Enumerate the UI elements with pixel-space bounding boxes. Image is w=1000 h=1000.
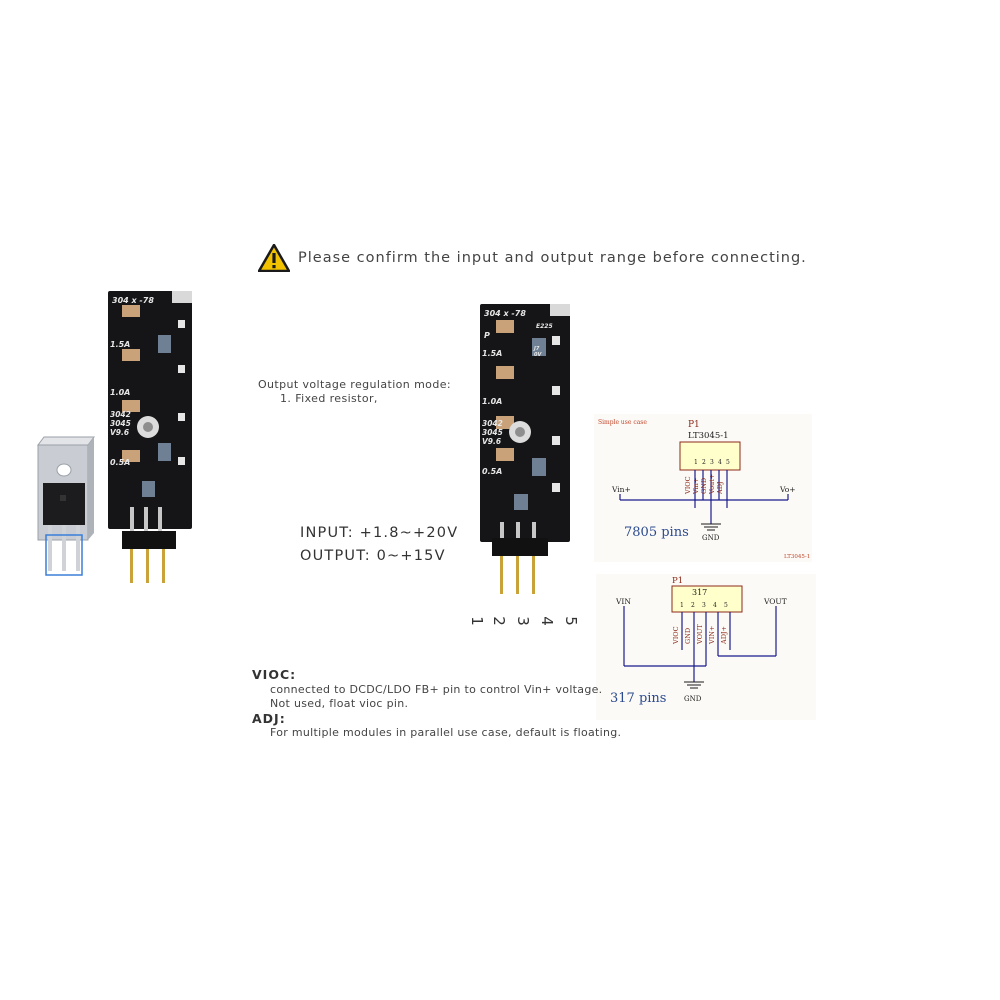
pin-num-bottom-4: 4 — [713, 602, 717, 609]
board-top-code: 304 x -78 — [112, 296, 154, 305]
pin-number-5: 5 — [561, 616, 580, 626]
pin-num-bottom-1: 1 — [680, 602, 684, 609]
board-current-3: 0.5A — [110, 458, 130, 467]
regulation-mode: Output voltage regulation mode: 1. Fixed… — [258, 378, 451, 406]
pins-highlight — [45, 534, 83, 576]
board-model-1: 3042 — [110, 410, 131, 419]
vout-label-bottom: VOUT — [763, 597, 787, 606]
pin-label-top-1: VIOC — [684, 476, 692, 495]
pin-num-top-3: 3 — [710, 459, 714, 466]
vioc-line-2: Not used, float vioc pin. — [270, 697, 409, 710]
part-name-bottom: 317 — [692, 588, 707, 597]
schematic-lt3045: Simple use case P1 LT3045-1 1 2 3 4 5 VI… — [594, 414, 812, 562]
pin-num-bottom-2: 2 — [691, 602, 695, 609]
pin-number-2: 2 — [489, 616, 508, 626]
pin-label-top-4: Vout+ — [708, 474, 716, 495]
pin-num-top-1: 1 — [694, 459, 698, 466]
pin-label-bottom-4: VIN+ — [708, 626, 716, 645]
pcb-board-middle: 304 x -78 P E225 1.5A 1.0A 3042 3045 V9.… — [480, 304, 570, 594]
warning-text: Please confirm the input and output rang… — [298, 250, 807, 266]
pin-label-bottom-1: VIOC — [672, 626, 680, 645]
gnd-label-top: GND — [702, 534, 720, 542]
transistor-body — [43, 483, 85, 525]
caption-7805: 7805 pins — [624, 525, 689, 540]
board-current-2: 1.0A — [110, 388, 130, 397]
pin-numbers: 1 2 3 4 5 — [468, 612, 582, 626]
pin-label-top-2: Vin+ — [692, 478, 700, 495]
warning-triangle-icon — [258, 244, 290, 272]
board-model-2: 3045 — [110, 419, 131, 428]
board-jumper-a: J7 — [533, 346, 540, 352]
vioc-line-1: connected to DCDC/LDO FB+ pin to control… — [270, 682, 603, 696]
pin-label-top-3: GND — [700, 478, 708, 494]
board-current-3b: 0.5A — [482, 467, 502, 476]
board-version: V9.6 — [110, 428, 129, 437]
pin-label-bottom-5: ADJ+ — [720, 626, 728, 645]
board-cap-label: E225 — [536, 323, 553, 330]
schematic-footer: LT3045-1 — [784, 554, 810, 560]
schematic-header: Simple use case — [598, 419, 647, 426]
gnd-label-bottom: GND — [684, 695, 702, 703]
pin-num-bottom-3: 3 — [702, 602, 706, 609]
output-range: OUTPUT: 0~+15V — [300, 548, 446, 564]
vin-label-bottom: VIN — [615, 597, 631, 606]
board-p-label: P — [484, 331, 490, 340]
vo-label-top: Vo+ — [779, 485, 796, 494]
pcb-board-left: 304 x -78 1.5A 1.0A 3042 3045 V9.6 0.5A — [108, 291, 192, 583]
pin-label-bottom-3: VOUT — [696, 624, 704, 645]
part-box-bottom — [671, 585, 743, 613]
board-model-1b: 3042 — [482, 419, 503, 428]
pin-notes: VIOC: connected to DCDC/LDO FB+ pin to c… — [252, 667, 622, 741]
pin-num-top-5: 5 — [726, 459, 730, 466]
pin-label-bottom-2: GND — [684, 628, 692, 644]
pin-number-1: 1 — [467, 616, 486, 626]
vin-label-top: Vin+ — [611, 485, 631, 494]
regulation-title: Output voltage regulation mode: — [258, 378, 451, 391]
io-ranges: INPUT: +1.8~+20V OUTPUT: 0~+15V — [300, 522, 458, 568]
adj-title: ADJ: — [252, 710, 286, 726]
pin-num-bottom-5: 5 — [724, 602, 728, 609]
product-photo-left: 304 x -78 1.5A 1.0A 3042 3045 V9.6 0.5A — [37, 291, 192, 583]
board-version-b: V9.6 — [482, 437, 501, 446]
part-box-top — [679, 441, 741, 471]
pin-num-top-4: 4 — [718, 459, 722, 466]
regulation-item: 1. Fixed resistor, — [280, 392, 378, 405]
product-photo-middle: 304 x -78 P E225 1.5A 1.0A 3042 3045 V9.… — [480, 304, 570, 594]
pin-number-3: 3 — [513, 616, 532, 626]
input-range: INPUT: +1.8~+20V — [300, 525, 459, 541]
board-top-code-2: 304 x -78 — [484, 309, 526, 318]
pin-number-4: 4 — [537, 616, 556, 626]
board-current-2b: 1.0A — [482, 397, 502, 406]
pin-num-top-2: 2 — [702, 459, 706, 466]
vioc-title: VIOC: — [252, 667, 297, 682]
board-current-1: 1.5A — [110, 340, 130, 349]
board-model-2b: 3045 — [482, 428, 503, 437]
pin-label-top-5: ADJ — [716, 481, 724, 495]
warning-banner: Please confirm the input and output rang… — [258, 244, 807, 272]
part-name-top: LT3045-1 — [688, 431, 729, 441]
adj-line-1: For multiple modules in parallel use cas… — [270, 726, 622, 739]
board-jumper-b: 0V — [534, 352, 542, 358]
part-ref-bottom: P1 — [672, 576, 683, 586]
caption-317: 317 pins — [610, 691, 666, 706]
board-current-1b: 1.5A — [482, 349, 502, 358]
heatsink-image — [37, 436, 95, 576]
schematic-317: P1 317 1 2 3 4 5 VIOC GND VOUT VIN+ ADJ+… — [596, 574, 816, 720]
part-ref-top: P1 — [688, 420, 700, 430]
